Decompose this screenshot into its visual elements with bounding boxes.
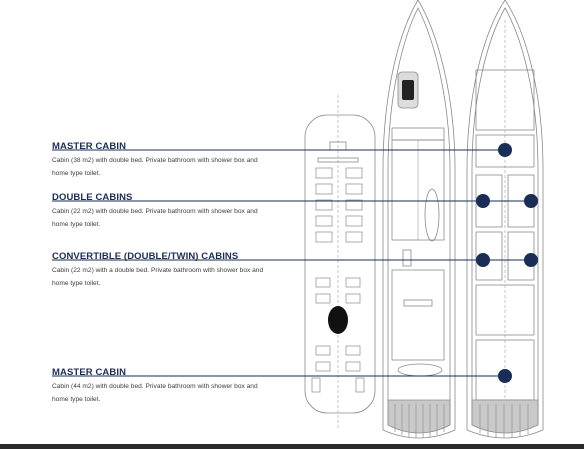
leader-lines bbox=[52, 149, 532, 377]
cabin-title: DOUBLE CABINS bbox=[52, 192, 133, 203]
bottom-border bbox=[0, 444, 584, 449]
cabin-markers bbox=[476, 143, 538, 383]
cabin-description: Cabin (38 m2) with double bed. Private b… bbox=[52, 157, 258, 177]
sun-deck-plan bbox=[304, 95, 376, 430]
main-deck-plan bbox=[382, 0, 456, 439]
marker-double-cabin-right bbox=[524, 194, 538, 208]
cabin-description: Cabin (44 m2) with double bed. Private b… bbox=[52, 383, 258, 403]
cabin-description: Cabin (22 m2) with a double bed. Private… bbox=[52, 267, 264, 287]
marker-convertible-cabin-left bbox=[476, 253, 490, 267]
marker-double-cabin-left bbox=[476, 194, 490, 208]
marker-master-cabin-top bbox=[498, 143, 512, 157]
legend-master-cabin-top: MASTER CABIN Cabin (38 m2) with double b… bbox=[52, 141, 282, 180]
cabin-title: MASTER CABIN bbox=[52, 141, 127, 152]
cabin-title: CONVERTIBLE (DOUBLE/TWIN) CABINS bbox=[52, 251, 239, 262]
legend-double-cabins: DOUBLE CABINS Cabin (22 m2) with double … bbox=[52, 192, 282, 231]
lower-deck-plan bbox=[466, 0, 544, 439]
marker-convertible-cabin-right bbox=[524, 253, 538, 267]
legend-master-cabin-bottom: MASTER CABIN Cabin (44 m2) with double b… bbox=[52, 367, 282, 406]
cabin-description: Cabin (22 m2) with double bed. Private b… bbox=[52, 208, 258, 228]
legend-convertible-cabins: CONVERTIBLE (DOUBLE/TWIN) CABINS Cabin (… bbox=[52, 251, 282, 290]
marker-master-cabin-bottom bbox=[498, 369, 512, 383]
cabin-title: MASTER CABIN bbox=[52, 367, 127, 378]
